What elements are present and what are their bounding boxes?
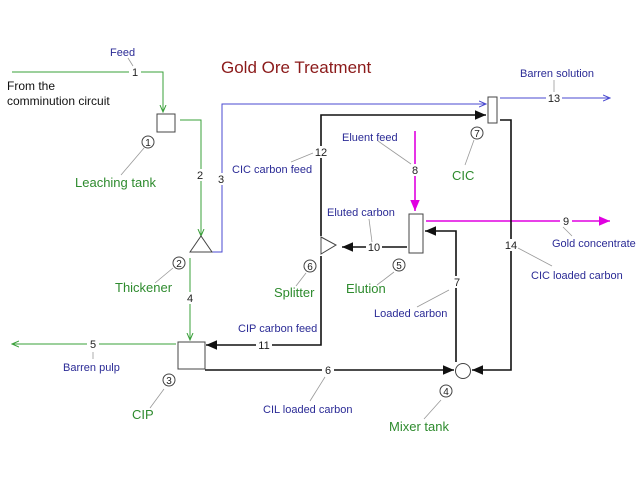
unit-1-id: 1 [145,138,151,149]
unit-4-id: 4 [443,387,449,398]
stream-2-number: 2 [197,170,203,182]
unit-id-badges: 1 2 3 4 5 6 7 [141,126,484,398]
stream-13-label: Barren solution [520,68,594,80]
stream-12-number: 12 [315,147,327,159]
diagram-title: Gold Ore Treatment [221,58,372,77]
stream-7-line[interactable] [425,226,457,362]
unit-5-id: 5 [396,261,402,272]
stream-1-label: Feed [110,47,135,59]
stream-4-number: 4 [187,293,193,305]
stream-9-number: 9 [563,216,569,228]
unit-3-id: 3 [166,376,172,387]
stream-11-line[interactable] [206,256,322,350]
leaching-tank-unit[interactable] [156,113,176,133]
unit-1-name: Leaching tank [75,175,156,190]
stream-13-number: 13 [548,93,560,105]
stream-1-line[interactable] [12,71,163,112]
unit-7-name: CIC [452,168,474,183]
stream-8-number: 8 [412,165,418,177]
unit-7-id: 7 [474,129,480,140]
cip-unit[interactable] [177,341,206,370]
stream-1-number: 1 [132,67,138,79]
source-note-line1: From the [7,79,55,93]
stream-11-label: CIP carbon feed [238,323,317,335]
stream-5-label: Barren pulp [63,362,120,374]
unit-2-id: 2 [176,259,182,270]
stream-10-label: Eluted carbon [327,207,395,219]
unit-6-name: Splitter [274,285,315,300]
stream-5-number: 5 [90,339,96,351]
leader-lines [92,57,573,420]
stream-6-number: 6 [325,365,331,377]
stream-9-label: Gold concentrate [552,238,636,250]
stream-2-line[interactable] [180,119,201,236]
stream-12-line[interactable] [320,110,486,236]
stream-10-number: 10 [368,242,380,254]
stream-7-number: 7 [454,277,460,289]
stream-6-label: CIL loaded carbon [263,404,353,416]
stream-numbers: 1 2 3 4 5 6 7 8 9 10 11 12 13 14 [87,66,572,377]
stream-7-label: Loaded carbon [374,308,447,320]
stream-14-number: 14 [505,240,517,252]
stream-11-number: 11 [258,340,269,352]
unit-6-id: 6 [307,262,313,273]
unit-2-name: Thickener [115,280,173,295]
unit-4-name: Mixer tank [389,419,449,434]
splitter-unit[interactable] [320,236,338,255]
stream-12-label: CIC carbon feed [232,164,312,176]
stream-3-number: 3 [218,174,224,186]
unit-5-name: Elution [346,281,386,296]
cic-unit[interactable] [487,96,498,124]
source-note-line2: comminution circuit [7,94,110,108]
mixer-tank-unit[interactable] [455,363,471,379]
unit-3-name: CIP [132,407,154,422]
stream-3-line[interactable] [211,104,486,253]
stream-14-label: CIC loaded carbon [531,270,623,282]
stream-8-label: Eluent feed [342,132,398,144]
elution-unit[interactable] [408,213,424,254]
thickener-unit[interactable] [189,235,213,253]
